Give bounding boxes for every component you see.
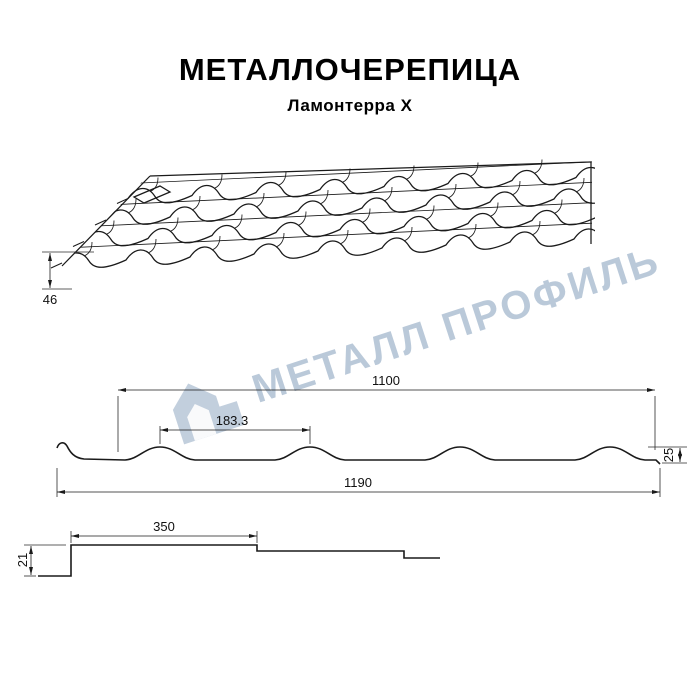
tile-wave-line [319,189,329,205]
dim-working-width-label: 1100 [372,373,400,388]
tile-wave-line [467,223,477,239]
dim-full-width-label: 1190 [344,475,372,490]
tile-wave-line [598,157,606,171]
tile-wave-line [383,186,393,202]
tile-wave-line [403,226,413,242]
tile-wave-line [169,217,179,232]
tile-wave-line [147,238,157,254]
tile-wave-line [83,241,93,257]
tile-wave-line [341,168,351,183]
tile-wave-line [61,228,595,268]
tile-wave-line [94,219,107,226]
tile-wave-line [127,198,137,214]
dim-module-length-label: 350 [153,519,175,534]
tile-wave-line [339,229,349,245]
tile-wave-line [129,161,593,184]
tile-wave-line [662,154,670,168]
tile-wave-line [127,163,595,204]
tile-wave-line [531,220,541,236]
step-height-dimension: 46 [42,251,94,307]
roof-tile-3d-view [50,154,670,269]
tile-wave-line [107,181,593,206]
tile-wave-line [191,195,201,211]
tile-wave-line [149,177,159,192]
tile-wave-line [255,192,265,208]
tile-wave-line [275,232,285,248]
tile-wave-line [447,183,457,199]
tile-wave-line [533,159,543,174]
tile-wave-line [425,205,435,220]
tile-wave-line [297,211,307,226]
tile-wave-line [277,171,287,186]
tile-wave-line [469,162,479,177]
tile-wave-line [640,175,648,189]
dim-profile-height-label: 25 [661,448,676,462]
module-step-section: 350 21 [15,519,440,577]
profile-curve [56,442,661,465]
tile-wave-line [553,199,563,214]
sheet-top-edge [149,161,592,177]
dim-wave-pitch-label: 183.3 [216,413,249,428]
page-title: МЕТАЛЛОЧЕРЕПИЦА [178,52,522,87]
dim-step-height-label: 46 [43,292,57,307]
tile-wave-line [213,174,223,189]
mounting-flange [132,185,172,204]
tile-wave-line [50,262,63,269]
tile-wave-line [233,214,243,229]
tile-wave-line [211,235,221,251]
tile-wave-line [116,198,129,204]
tile-wave-line [105,185,595,225]
tile-wave-line [618,197,626,211]
tile-wave-line [83,206,595,247]
profile-cross-section: 1100 183.3 25 1190 [56,373,687,497]
page-subtitle: Ламонтерра X [287,96,413,115]
tile-wave-line [105,220,115,235]
tile-wave-line [596,218,604,232]
tile-wave-line [511,180,521,196]
tile-wave-line [361,208,371,223]
tile-wave-line [489,202,499,217]
step-profile-line [38,544,440,577]
tile-wave-line [575,177,585,193]
tile-wave-line [72,241,85,247]
sheet-left-edge [61,175,151,267]
dim-step-depth-label: 21 [15,553,30,567]
